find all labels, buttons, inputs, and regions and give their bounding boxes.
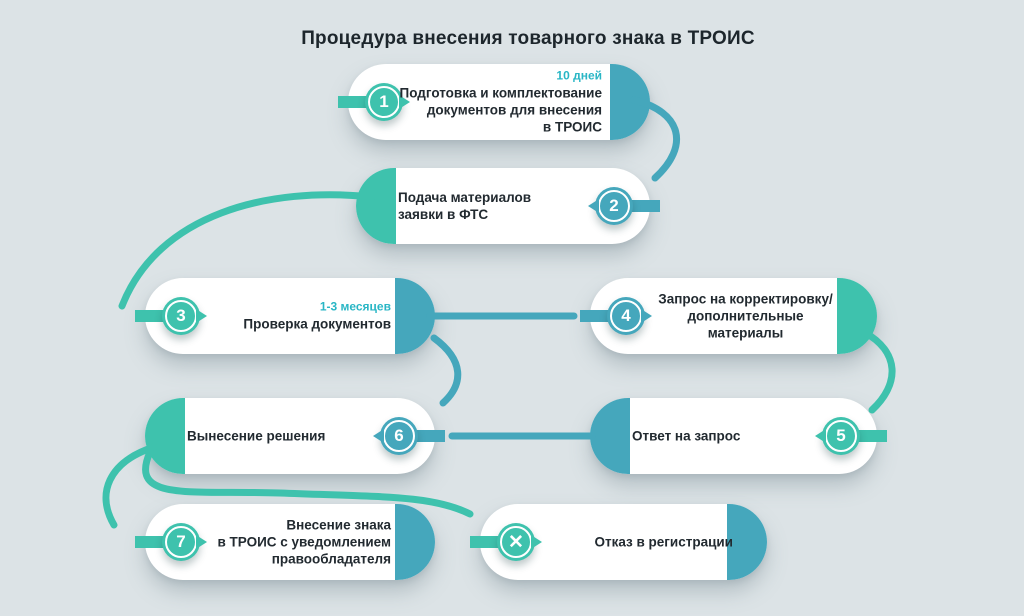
step-label: Ответ на запрос [632, 428, 741, 444]
step-number-badge: 3 [162, 297, 207, 335]
node-end-cap [395, 278, 435, 354]
step-label: Подача материалов заявки в ФТС [398, 190, 532, 222]
step-node-7: 7 Внесение знака в ТРОИС с уведомлением … [135, 504, 435, 580]
node-end-cap [727, 504, 767, 580]
node-end-cap [837, 278, 877, 354]
step-number: 3 [176, 306, 186, 325]
step-number-badge: 1 [365, 83, 410, 121]
duration-label: 10 дней [556, 68, 602, 83]
step-node-5: 5 Ответ на запрос [590, 398, 887, 474]
step-label: Проверка документов [243, 316, 391, 332]
arrow-step3-step6 [430, 334, 462, 407]
step-node-3: 3 1-3 месяцев Проверка документов [135, 278, 435, 354]
step-number-badge: 2 [588, 187, 633, 225]
step-label: Подготовка и комплектование документов д… [399, 85, 602, 135]
step-label: Отказ в регистрации [594, 534, 733, 550]
reject-icon: ✕ [497, 523, 542, 561]
step-label: Вынесение решения [187, 428, 326, 444]
node-end-cap [395, 504, 435, 580]
step-number-badge: 4 [607, 297, 652, 335]
step-number-badge: 5 [815, 417, 860, 455]
step-label: Запрос на корректировку/ дополнительные … [658, 291, 833, 341]
node-end-cap [610, 64, 650, 140]
page-title: Процедура внесения товарного знака в ТРО… [301, 28, 755, 49]
step-number: 7 [176, 532, 186, 551]
duration-label: 1-3 месяцев [319, 299, 391, 314]
node-end-cap [356, 168, 396, 244]
step-label: Внесение знака в ТРОИС с уведомлением пр… [217, 517, 391, 567]
step-node-2: 2 Подача материалов заявки в ФТС [356, 168, 660, 244]
step-number: 4 [621, 306, 631, 325]
step-number-badge: 7 [162, 523, 207, 561]
step-number: 5 [836, 426, 846, 445]
step-node-reject: ✕ Отказ в регистрации [470, 504, 767, 580]
arrow-step6-step7 [102, 443, 158, 529]
x-glyph: ✕ [508, 531, 524, 553]
arrow-step4-step5 [860, 328, 896, 414]
step-node-4: 4 Запрос на корректировку/ дополнительны… [580, 278, 877, 354]
step-node-1: 1 10 дней Подготовка и комплектование до… [338, 64, 650, 140]
step-number: 2 [609, 196, 619, 215]
step-node-6: 6 Вынесение решения [145, 398, 445, 474]
node-end-cap [145, 398, 185, 474]
step-number: 6 [394, 426, 404, 445]
step-number-badge: 6 [373, 417, 418, 455]
node-end-cap [590, 398, 630, 474]
step-number: 1 [379, 92, 389, 111]
